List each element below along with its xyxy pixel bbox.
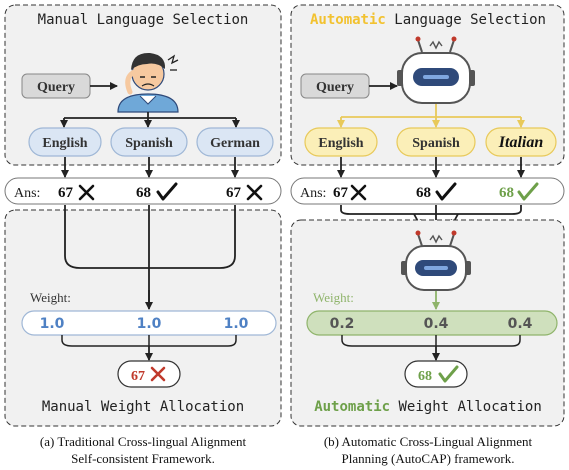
right-weight-2: 0.4 (424, 316, 449, 332)
right-check-icon-3 (517, 182, 539, 201)
left-weight-label: Weight: (30, 290, 71, 305)
right-ans-label: Ans: (300, 186, 326, 201)
left-lang-label-3: German (210, 136, 260, 151)
left-ans-label: Ans: (14, 186, 40, 201)
left-caption-line1: (a) Traditional Cross-lingual Alignment (40, 434, 247, 449)
right-lang-label-3: Italian (498, 134, 544, 151)
right-answer-3: 68 (499, 185, 514, 201)
left-cross-icon-1 (78, 184, 95, 201)
left-weight-3: 1.0 (224, 316, 249, 332)
left-result-pill (117, 360, 181, 388)
right-check-icon-2 (435, 182, 457, 201)
left-lang-label-1: English (42, 136, 87, 151)
right-top-title-highlight: Automatic (310, 12, 386, 28)
left-bottom-title: Manual Weight Allocation (42, 399, 244, 415)
left-top-title: Manual Language Selection (38, 12, 249, 28)
right-bottom-title-highlight: Automatic (314, 399, 390, 415)
left-answer-3: 67 (226, 185, 242, 201)
left-aggregation-lines (64, 205, 236, 302)
left-answer-1: 67 (58, 185, 74, 201)
left-answer-2: 68 (136, 185, 151, 201)
right-top-title-rest: Language Selection (386, 12, 546, 28)
right-caption-line2: Planning (AutoCAP) framework. (342, 451, 515, 466)
stressed-person-icon (117, 52, 179, 113)
left-query-label: Query (37, 80, 75, 95)
right-caption-line1: (b) Automatic Cross-Lingual Alignment (324, 434, 533, 449)
left-weight-2: 1.0 (137, 316, 162, 332)
left-result-cross-icon (150, 366, 166, 382)
left-lang-pill-1 (28, 127, 102, 157)
right-lang-pill-2 (396, 127, 476, 157)
left-answer-bar (4, 177, 282, 205)
right-result-pill (404, 360, 468, 388)
right-top-title: Automatic Language Selection (310, 12, 546, 28)
right-merge-lines (341, 335, 521, 347)
right-lang-label-2: Spanish (412, 136, 460, 151)
right-query-label: Query (316, 80, 354, 95)
right-result-value: 68 (418, 369, 432, 384)
right-bottom-title: Automatic Weight Allocation (314, 399, 542, 415)
right-lang-label-1: English (318, 136, 363, 151)
left-cross-icon-3 (246, 184, 263, 201)
left-lang-pill-2 (110, 127, 188, 157)
right-answer-2: 68 (416, 185, 431, 201)
right-bottom-title-rest: Weight Allocation (390, 399, 542, 415)
right-panel: Automatic Language Selection Query Engli… (290, 4, 565, 466)
right-cross-icon-1 (350, 184, 367, 201)
right-weight-bar (306, 310, 558, 336)
right-answer-bar (290, 177, 565, 205)
left-lang-pill-3 (196, 127, 274, 157)
robot-icon (397, 36, 475, 104)
left-result-value: 67 (131, 369, 145, 384)
right-answer-1: 67 (333, 185, 349, 201)
left-panel: Manual Language Selection Query English … (4, 4, 282, 466)
left-weight-1: 1.0 (40, 316, 65, 332)
right-lang-pill-1 (304, 127, 378, 157)
right-weight-1: 0.2 (330, 316, 355, 332)
right-weight-3: 0.4 (508, 316, 533, 332)
right-lang-pill-3 (485, 127, 557, 157)
left-check-icon-2 (156, 182, 178, 201)
left-caption-line2: Self-consistent Framework. (71, 451, 215, 466)
left-merge-lines (61, 335, 237, 347)
right-weight-label: Weight: (313, 290, 354, 305)
right-result-check-icon (438, 365, 459, 383)
robot-icon-weight (401, 230, 471, 291)
left-lang-label-2: Spanish (125, 136, 173, 151)
right-converge-lines (340, 205, 522, 215)
